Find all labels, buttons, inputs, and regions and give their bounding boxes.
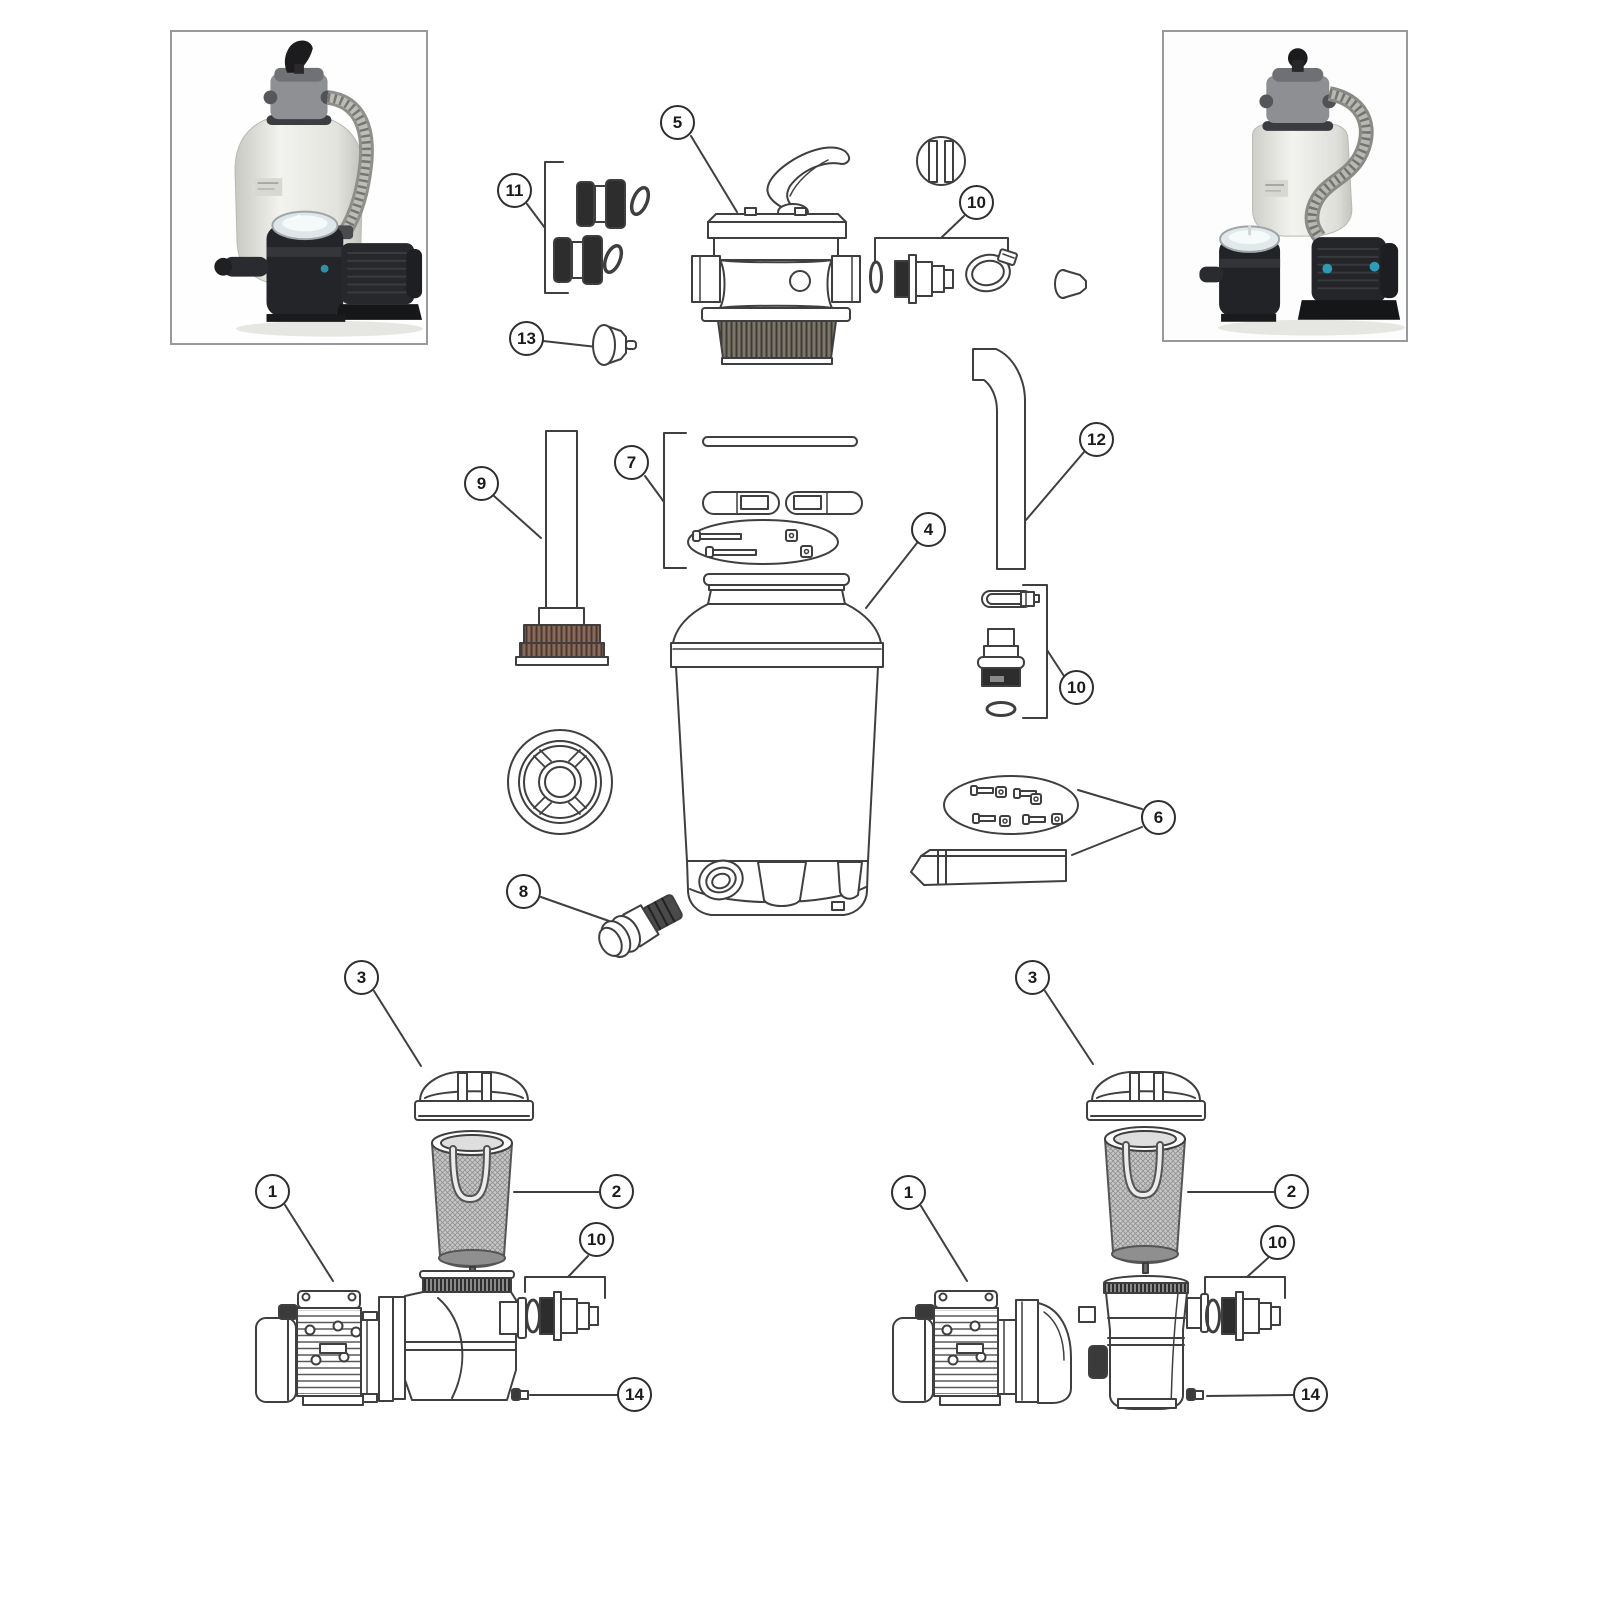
strainer-basket-left [432, 1131, 512, 1277]
callout-12: 12 [1079, 422, 1114, 457]
pump-left [255, 1270, 599, 1406]
elbow-pipe [972, 348, 1026, 570]
callout-4: 4 [911, 512, 946, 547]
sight-glass-plug [592, 324, 637, 366]
callout-1-right: 1 [891, 1175, 926, 1210]
callout-6: 6 [1141, 800, 1176, 835]
callout-14-left: 14 [617, 1377, 652, 1412]
union-adapters [553, 179, 651, 285]
callout-10-top: 10 [959, 185, 994, 220]
drain-plug-assembly [598, 894, 683, 958]
product-photo-right [1162, 30, 1408, 342]
callout-10-pump-left: 10 [579, 1222, 614, 1257]
standpipe [515, 430, 609, 666]
callout-5: 5 [660, 105, 695, 140]
hose-adapter-kit-right [977, 590, 1040, 717]
product-photo-left-art [172, 32, 426, 343]
filter-tank [670, 573, 884, 916]
callout-8: 8 [506, 874, 541, 909]
slotted-cap [916, 136, 966, 186]
callout-10-pump-right: 10 [1260, 1225, 1295, 1260]
product-photo-left [170, 30, 428, 345]
hose-adapter-kit-top [869, 248, 1087, 304]
callout-13: 13 [509, 321, 544, 356]
callout-14-right: 14 [1293, 1377, 1328, 1412]
callout-2-right: 2 [1274, 1174, 1309, 1209]
tank-drain-cap [507, 729, 613, 835]
callout-3-left: 3 [344, 960, 379, 995]
leader-lines [284, 135, 1294, 1397]
flange-clamp-kit [687, 436, 863, 565]
pump-right [892, 1275, 1281, 1410]
product-photo-right-art [1164, 32, 1406, 340]
callout-7: 7 [614, 445, 649, 480]
callout-9: 9 [464, 466, 499, 501]
multiport-valve [691, 146, 861, 365]
strainer-lid-right [1086, 1071, 1206, 1121]
strainer-lid-left [414, 1071, 534, 1121]
callout-1-left: 1 [255, 1174, 290, 1209]
callout-10-right: 10 [1059, 670, 1094, 705]
callout-3-right: 3 [1015, 960, 1050, 995]
callout-11: 11 [497, 173, 532, 208]
callout-2-left: 2 [599, 1174, 634, 1209]
strainer-basket-right [1105, 1127, 1185, 1273]
base-hardware-kit [910, 775, 1079, 886]
